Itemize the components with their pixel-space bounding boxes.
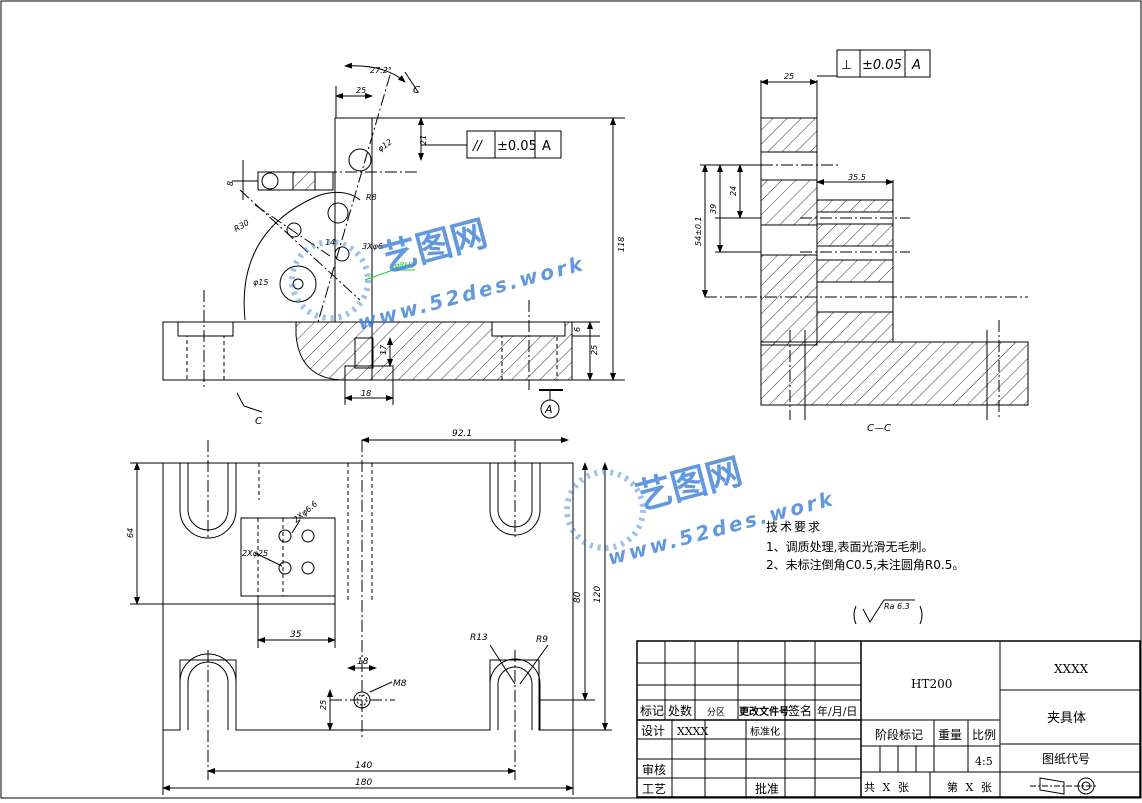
tb-total-sheets: 共 X 张 bbox=[864, 781, 911, 794]
tb-change-doc: 更改文件号 bbox=[739, 705, 789, 718]
top-hole-b: 2Xφ25 bbox=[242, 549, 268, 558]
tb-part-name: 夹具体 bbox=[1047, 711, 1086, 726]
svg-text:艺图网: 艺图网 bbox=[632, 451, 747, 519]
tb-weight: 重量 bbox=[938, 728, 962, 742]
svg-text:艺图网: 艺图网 bbox=[377, 213, 492, 281]
tb-designer: XXXX bbox=[677, 725, 708, 738]
tb-sheet-no: 第 X 张 bbox=[947, 780, 994, 794]
top-dim-25: 25 bbox=[319, 700, 328, 710]
top-dim-140: 140 bbox=[355, 761, 372, 771]
front-view bbox=[162, 62, 625, 419]
tb-scale: 4:5 bbox=[975, 755, 993, 768]
tb-design: 设计 bbox=[641, 724, 665, 738]
dim-phi15: φ15 bbox=[253, 278, 268, 287]
dim-angle: 27.2° bbox=[370, 66, 392, 75]
top-dim-120: 120 bbox=[593, 586, 603, 603]
perp-datum: A bbox=[911, 58, 921, 73]
dim-8: 8 bbox=[226, 181, 235, 186]
sec-dim-25: 25 bbox=[784, 72, 794, 81]
top-dim-18: 18 bbox=[357, 657, 369, 667]
sec-dim-24: 24 bbox=[729, 186, 738, 196]
parallel-symbol: // bbox=[472, 139, 483, 154]
top-dim-35: 35 bbox=[290, 630, 302, 640]
section-view bbox=[700, 75, 1029, 420]
svg-text:φ8H7: φ8H7 bbox=[394, 261, 416, 270]
sec-dim-39: 39 bbox=[709, 204, 718, 214]
tb-scale-label: 比例 bbox=[972, 728, 996, 742]
dim-18-front: 18 bbox=[361, 389, 371, 398]
roughness-symbol: Ra 6.3 bbox=[853, 599, 923, 625]
top-view bbox=[130, 437, 612, 795]
dim-17: 17 bbox=[379, 344, 388, 355]
dim-r8: R8 bbox=[366, 193, 377, 202]
perp-symbol: ⊥ bbox=[841, 58, 852, 73]
top-dim-m8: M8 bbox=[393, 679, 407, 689]
dim-21: 21 bbox=[419, 135, 428, 145]
dim-6: 6 bbox=[573, 327, 582, 332]
tb-material: HT200 bbox=[911, 677, 952, 691]
dim-25-front: 25 bbox=[356, 86, 366, 95]
tb-drawing-no-label: 图纸代号 bbox=[1042, 752, 1090, 766]
top-dim-80: 80 bbox=[573, 591, 583, 603]
tolerance-frame-parallel bbox=[421, 130, 562, 159]
notes-line1: 1、调质处理,表面光滑无毛刺。 bbox=[766, 540, 933, 554]
svg-text:Ra 6.3: Ra 6.3 bbox=[884, 602, 910, 611]
top-dim-r9: R9 bbox=[536, 635, 548, 645]
top-hole-a: 2Xφ6.6 bbox=[292, 499, 320, 524]
tb-process: 工艺 bbox=[642, 782, 666, 796]
datum-a-label: A bbox=[544, 403, 553, 416]
tb-sign: 签名 bbox=[788, 703, 812, 718]
parallel-datum: A bbox=[542, 139, 551, 154]
top-dim-92-1: 92.1 bbox=[452, 429, 472, 439]
watermark-1: 艺图网 www.52des.work bbox=[289, 213, 588, 335]
tb-company: XXXX bbox=[1054, 662, 1089, 676]
top-dim-180: 180 bbox=[355, 778, 372, 788]
dim-14: 14 bbox=[325, 238, 335, 247]
top-dim-64: 64 bbox=[126, 528, 135, 538]
dim-phi6: 3Xφ6 bbox=[362, 242, 383, 251]
tb-stage-mark: 阶段标记 bbox=[875, 727, 923, 742]
green-tag: φ8H7 bbox=[364, 261, 416, 281]
top-dim-r13: R13 bbox=[470, 633, 488, 643]
title-block bbox=[636, 640, 1141, 798]
sec-dim-54: 54±0.1 bbox=[694, 216, 703, 246]
tb-count: 处数 bbox=[668, 703, 692, 718]
notes-title: 技术要求 bbox=[766, 520, 822, 534]
perp-value: ±0.05 bbox=[862, 58, 902, 73]
section-mark-c: C bbox=[255, 416, 262, 427]
tb-zone: 分区 bbox=[707, 707, 725, 718]
dim-25-base: 25 bbox=[590, 345, 599, 355]
dim-r30: R30 bbox=[233, 218, 251, 234]
tb-mark: 标记 bbox=[640, 704, 664, 718]
tb-review: 审核 bbox=[642, 762, 666, 777]
tolerance-frame-perpendicular bbox=[836, 49, 931, 78]
tb-standard: 标准化 bbox=[750, 725, 780, 738]
tb-date: 年/月/日 bbox=[817, 704, 857, 718]
section-mark-c-top: C bbox=[413, 85, 420, 96]
tb-approve: 批准 bbox=[755, 781, 779, 796]
dim-phi12: φ12 bbox=[376, 137, 394, 153]
parallel-value: ±0.05 bbox=[497, 139, 537, 154]
sec-label: C—C bbox=[867, 423, 891, 434]
sec-dim-35-5: 35.5 bbox=[848, 173, 866, 182]
dim-118: 118 bbox=[617, 237, 626, 252]
notes-line2: 2、未标注倒角C0.5,未注圆角R0.5。 bbox=[766, 557, 964, 572]
